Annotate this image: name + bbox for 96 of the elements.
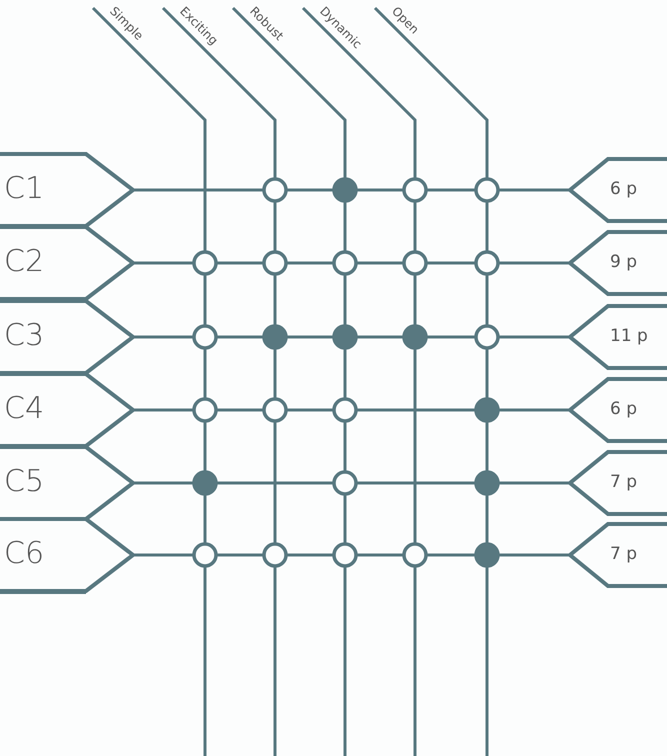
connector-line <box>498 262 570 264</box>
filled-dot-marker <box>332 324 358 350</box>
open-circle-marker <box>474 324 500 350</box>
open-circle-marker <box>402 542 428 568</box>
connector-line <box>414 274 416 326</box>
connector-line <box>274 421 276 544</box>
open-circle-marker <box>402 177 428 203</box>
connector-line <box>302 6 416 179</box>
connector-line <box>344 201 346 252</box>
connector-line <box>286 554 334 556</box>
open-circle-marker <box>332 397 358 423</box>
connector-line <box>286 336 334 338</box>
connector-line <box>356 336 404 338</box>
row-label: C6 <box>0 518 136 592</box>
value-label: 7 p <box>568 523 667 587</box>
connector-line <box>286 262 334 264</box>
filled-dot-marker <box>402 324 428 350</box>
connector-line <box>274 348 276 399</box>
connector-line <box>92 6 206 252</box>
connector-line <box>356 262 404 264</box>
open-circle-marker <box>262 397 288 423</box>
connector-line <box>162 6 276 179</box>
connector-line <box>414 348 416 544</box>
connector-line <box>426 336 476 338</box>
connector-line <box>216 408 264 412</box>
connector-line <box>204 348 206 399</box>
connector-line <box>216 336 264 338</box>
connector-line <box>486 494 488 544</box>
connector-line <box>486 201 488 252</box>
connector-line <box>498 408 570 412</box>
open-circle-marker <box>262 250 288 276</box>
open-circle-marker <box>192 542 218 568</box>
row-label: C3 <box>0 300 136 374</box>
open-circle-marker <box>332 250 358 276</box>
connector-line <box>344 274 346 326</box>
connector-line <box>274 201 276 252</box>
open-circle-marker <box>474 250 500 276</box>
value-label: 6 p <box>568 378 667 442</box>
connector-line <box>216 554 264 556</box>
filled-dot-marker <box>332 177 358 203</box>
connector-line <box>426 262 476 264</box>
connector-line <box>356 408 476 412</box>
value-label: 11 p <box>568 305 667 369</box>
connector-line <box>286 408 334 412</box>
connector-line <box>486 274 488 326</box>
connector-line <box>486 421 488 472</box>
connector-line <box>498 554 570 556</box>
connector-line <box>216 262 264 264</box>
connector-line <box>498 336 570 338</box>
connector-line <box>498 188 570 192</box>
connector-line <box>134 482 194 484</box>
open-circle-marker <box>262 542 288 568</box>
open-circle-marker <box>474 177 500 203</box>
connector-line <box>356 188 404 192</box>
connector-line <box>204 274 206 326</box>
value-label: 7 p <box>568 451 667 515</box>
value-label: 9 p <box>568 231 667 295</box>
open-circle-marker <box>332 542 358 568</box>
row-label: C5 <box>0 446 136 520</box>
row-label: C1 <box>0 153 136 227</box>
connector-line <box>498 482 570 484</box>
value-label: 6 p <box>568 158 667 222</box>
connector-line <box>134 262 194 264</box>
filled-dot-marker <box>262 324 288 350</box>
connector-line <box>134 554 194 556</box>
open-circle-marker <box>192 250 218 276</box>
connector-line <box>426 188 476 192</box>
connector-line <box>344 348 346 399</box>
connector-line <box>356 482 476 484</box>
open-circle-marker <box>262 177 288 203</box>
connector-line <box>374 6 488 179</box>
filled-dot-marker <box>474 542 500 568</box>
connector-line <box>356 554 404 556</box>
connector-line <box>134 188 264 192</box>
connector-line <box>216 482 334 484</box>
connector-line <box>344 421 346 472</box>
connector-line <box>134 408 194 412</box>
row-label: C4 <box>0 373 136 447</box>
connector-line <box>344 494 346 544</box>
connector-line <box>414 201 416 252</box>
connector-line <box>486 348 488 399</box>
connector-line <box>426 554 476 556</box>
connector-line <box>274 274 276 326</box>
row-label: C2 <box>0 226 136 300</box>
open-circle-marker <box>192 397 218 423</box>
connector-line <box>286 188 334 192</box>
filled-dot-marker <box>474 470 500 496</box>
open-circle-marker <box>402 250 428 276</box>
filled-dot-marker <box>474 397 500 423</box>
filled-dot-marker <box>192 470 218 496</box>
open-circle-marker <box>192 324 218 350</box>
connector-line <box>232 6 346 179</box>
connector-line <box>204 494 206 544</box>
connector-line <box>204 421 206 472</box>
connector-line <box>134 336 194 338</box>
open-circle-marker <box>332 470 358 496</box>
